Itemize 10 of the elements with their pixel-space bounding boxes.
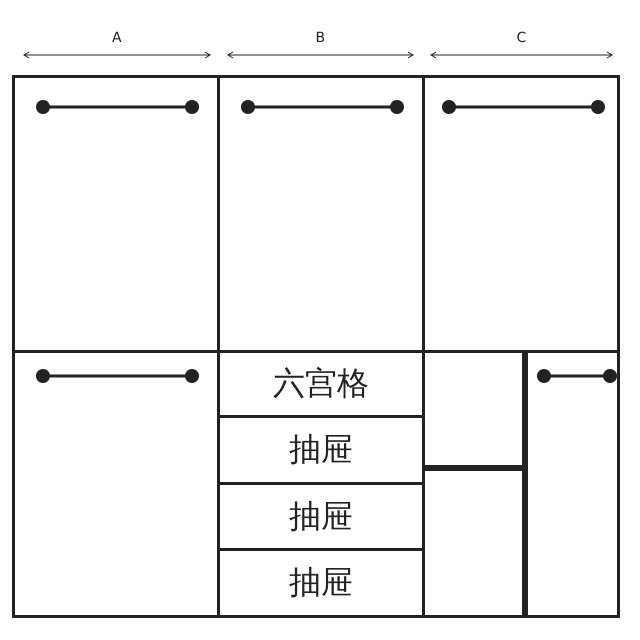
column-label: A xyxy=(112,30,122,46)
wardrobe-compartment xyxy=(525,350,620,618)
compartment-label: 抽屉 xyxy=(289,496,353,536)
compartment-label: 抽屉 xyxy=(289,562,353,603)
column-label: C xyxy=(516,30,526,46)
compartment-label: 抽屉 xyxy=(289,429,353,470)
compartment-label: 六宫格 xyxy=(273,363,369,404)
column-label: B xyxy=(316,30,326,46)
wardrobe-compartment xyxy=(422,468,525,618)
wardrobe-compartment xyxy=(422,350,525,468)
